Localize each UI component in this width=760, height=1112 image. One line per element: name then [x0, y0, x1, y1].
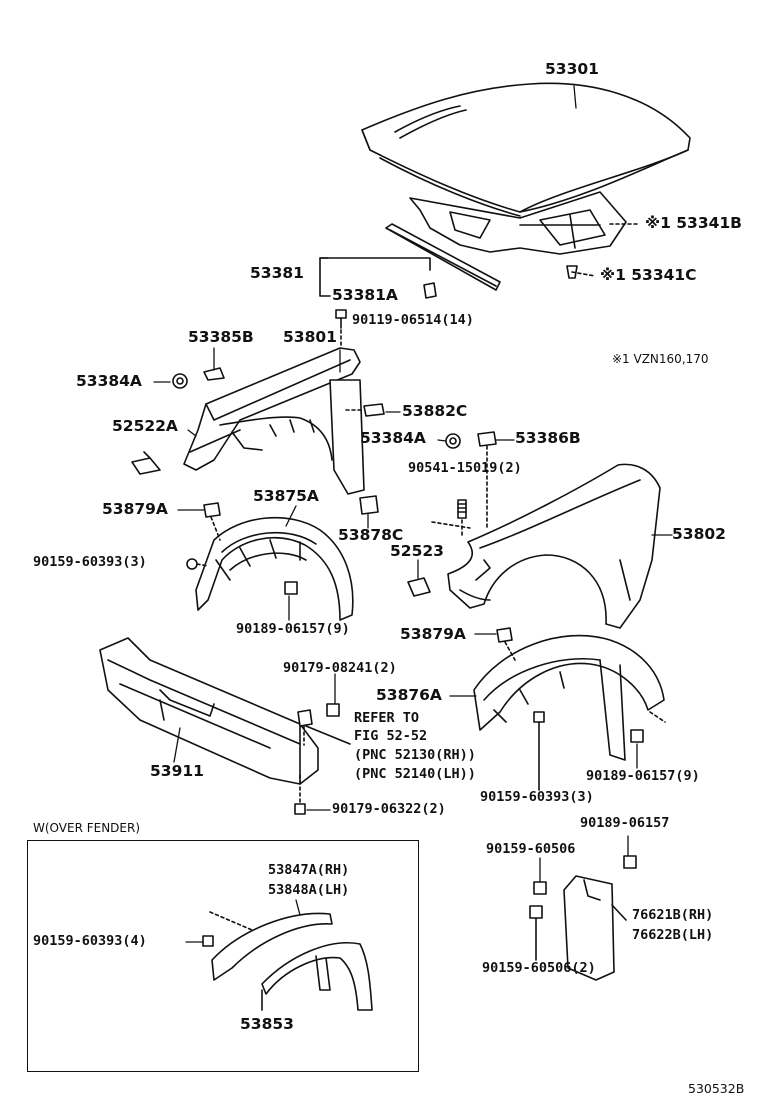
mud-guard-part	[563, 875, 627, 981]
label-53848A: 53848A(LH)	[268, 882, 350, 898]
bolt-90179-06322-part	[294, 774, 306, 815]
label-90159-60506: 90159-60506	[486, 841, 576, 857]
refer-line-1: REFER TO	[354, 710, 420, 726]
label-76622B: 76622B(LH)	[632, 927, 714, 943]
over-fender-part	[202, 911, 373, 1011]
refer-line-3: (PNC 52130(RH))	[354, 747, 476, 763]
screw-90159-left-part	[186, 558, 209, 570]
refer-line-2: FIG 52-52	[354, 728, 428, 744]
label-53847A: 53847A(RH)	[268, 862, 350, 878]
label-90159-60393-left: 90159-60393(3)	[33, 554, 147, 570]
seal-bracket	[319, 257, 431, 297]
footnote: ※1 VZN160,170	[612, 352, 709, 366]
fender-liner-53876A-part	[473, 634, 665, 761]
label-90189-06157-right: 90189-06157(9)	[586, 768, 700, 784]
label-52523: 52523	[390, 542, 444, 560]
screws-90159-60506-part	[529, 855, 637, 961]
nut-53384A-left-part	[172, 373, 188, 389]
diagram-code: 530532B	[688, 1081, 745, 1096]
pad-53882C-part	[345, 403, 385, 417]
bumper-part	[99, 637, 319, 785]
refer-line-4: (PNC 52140(LH))	[354, 766, 476, 782]
label-53341C: ※1 53341C	[600, 266, 697, 284]
label-53801: 53801	[283, 328, 337, 346]
label-53876A: 53876A	[376, 686, 442, 704]
clip-53879A-left-part	[203, 502, 221, 541]
label-52522A: 52522A	[112, 417, 178, 435]
label-76621B: 76621B(RH)	[632, 907, 714, 923]
label-53381A: 53381A	[332, 286, 398, 304]
clip-53385B-part	[203, 367, 225, 381]
label-53301: 53301	[545, 60, 599, 78]
pad-53878C-part	[359, 495, 379, 515]
label-90541-15019: 90541-15019(2)	[408, 460, 522, 476]
hood-clip-part	[566, 223, 641, 279]
label-53341B: ※1 53341B	[645, 214, 742, 232]
bolt-90179-08241-part	[297, 703, 351, 746]
clip-53386B-part	[477, 431, 497, 531]
label-90159-60506-2: 90159-60506(2)	[482, 960, 596, 976]
label-90159-60393-right: 90159-60393(3)	[480, 789, 594, 805]
label-53879A-left: 53879A	[102, 500, 168, 518]
label-90179-08241: 90179-08241(2)	[283, 660, 397, 676]
hood-seal-part	[385, 223, 501, 299]
label-53385B: 53385B	[188, 328, 254, 346]
nut-53384A-right-part	[445, 433, 461, 449]
over-fender-inset	[27, 840, 419, 1072]
label-53386B: 53386B	[515, 429, 581, 447]
label-53879A-right: 53879A	[400, 625, 466, 643]
label-53384A-left: 53384A	[76, 372, 142, 390]
label-90179-06322: 90179-06322(2)	[332, 801, 446, 817]
label-53875A: 53875A	[253, 487, 319, 505]
label-53882C: 53882C	[402, 402, 468, 420]
label-53384A-right: 53384A	[360, 429, 426, 447]
label-90119-06514: 90119-06514(14)	[352, 312, 474, 328]
label-53853: 53853	[240, 1015, 294, 1033]
clip-53879A-right-part	[496, 627, 516, 661]
clip-90189-right-part	[630, 711, 666, 743]
fender-liner-53875A-part	[195, 516, 354, 621]
bolt-90119-part	[335, 309, 347, 351]
clip-90189-left-part	[284, 581, 298, 595]
label-53911: 53911	[150, 762, 204, 780]
bracket-52522A-part	[131, 451, 161, 475]
label-53381: 53381	[250, 264, 304, 282]
fender-apron-part	[183, 347, 365, 495]
label-90189-06157-left: 90189-06157(9)	[236, 621, 350, 637]
spring-90541-part	[457, 499, 467, 539]
label-90159-60393-inset: 90159-60393(4)	[33, 933, 147, 949]
screw-90159-right-part	[533, 711, 545, 791]
hood-insulator-part	[409, 191, 627, 255]
hood-part	[361, 82, 691, 217]
bracket-52523-part	[407, 577, 431, 597]
label-53878C: 53878C	[338, 526, 404, 544]
leader-lines	[153, 85, 673, 943]
label-53802: 53802	[672, 525, 726, 543]
label-90189-06157-mudguard: 90189-06157	[580, 815, 670, 831]
front-fender-part	[431, 463, 661, 629]
inset-title: W(OVER FENDER)	[33, 821, 141, 835]
